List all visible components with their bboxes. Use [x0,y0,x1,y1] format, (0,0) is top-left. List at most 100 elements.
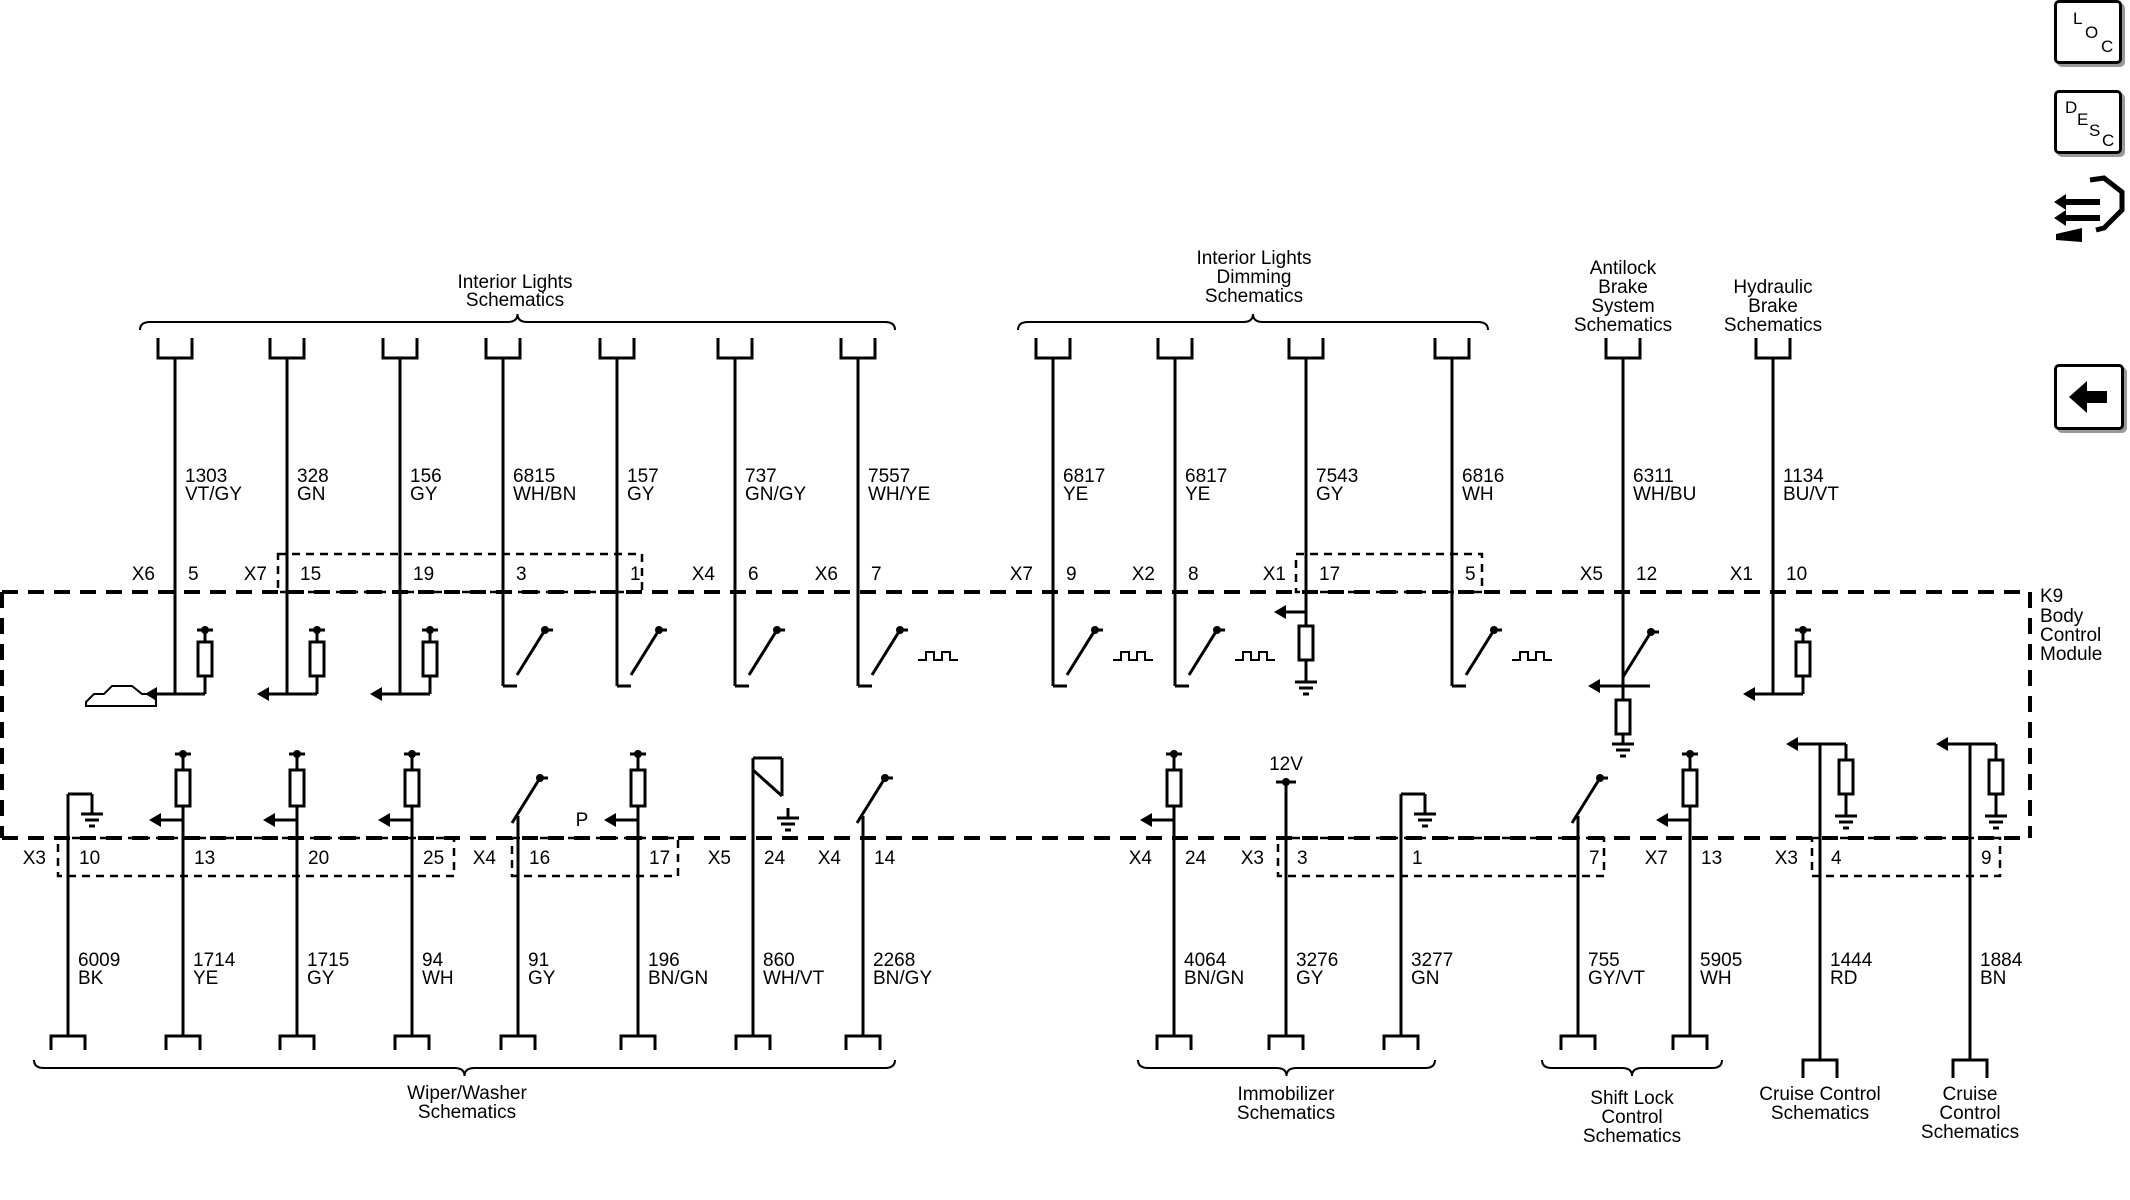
pin-number: 4 [1831,848,1842,869]
circuit-number: 94 [422,950,444,971]
arrow-icon [1656,813,1668,827]
loc-button[interactable]: L O C [2054,0,2122,64]
pwm-signal-icon [1113,651,1153,661]
wire-color: GN [297,484,326,505]
resistor-icon [1794,640,1812,678]
top-group-brace [139,313,896,331]
terminal-icon [1287,338,1325,360]
resistor-icon [308,640,326,678]
circuit-number: 755 [1588,950,1620,971]
top-group-label: Antilock [1590,258,1657,279]
desc-letter-d: D [2065,98,2078,117]
terminal-icon [156,338,194,360]
pin-number: 7 [871,564,882,585]
connector-id: X1 [1730,564,1753,585]
top-group-label: Schematics [466,290,564,311]
resistor-icon [421,640,439,678]
arrow-icon [1140,813,1152,827]
pin-number: 25 [423,848,444,869]
terminal-icon [1267,1034,1305,1050]
pin-number: 7 [1589,848,1600,869]
connector-views-icon[interactable] [2052,170,2126,256]
switch-icon [510,777,542,824]
arrow-icon [1588,679,1600,693]
switch-icon [751,768,784,798]
pin-number: 3 [1297,848,1308,869]
wire-color: WH/YE [868,484,930,505]
top-group-label: Schematics [1574,315,1672,336]
top-group-label: Interior Lights [1196,248,1311,269]
park-label: P [576,810,589,831]
connector-id: X6 [815,564,838,585]
pin-number: 6 [748,564,759,585]
wire-color: YE [1185,484,1210,505]
terminal-icon [619,1034,657,1050]
pin-number: 3 [516,564,527,585]
wire-color: YE [1063,484,1088,505]
terminal-icon [381,338,419,360]
arrow-icon [370,687,382,701]
terminal-icon [1801,1058,1839,1078]
terminal-icon [1155,1034,1193,1050]
wire-color: BN [1980,968,2006,989]
wire-color: BN/GN [1184,968,1244,989]
pin-number: 13 [194,848,215,869]
connector-id: X4 [1129,848,1153,869]
arrow-icon [263,813,275,827]
connector-id: X1 [1263,564,1286,585]
connector-id: X6 [132,564,155,585]
arrow-icon [1936,737,1948,751]
terminal-icon [1754,338,1792,360]
terminal-icon [268,338,306,360]
desc-button[interactable]: D E S C [2054,90,2122,154]
resistor-icon [1614,698,1632,736]
connector-id: X7 [1010,564,1033,585]
pin-number: 10 [1786,564,1807,585]
terminal-icon [484,338,522,360]
voltage-label: 12V [1269,754,1303,775]
circuit-number: 7557 [868,466,910,487]
circuit-number: 196 [648,950,680,971]
module-desc: Module [2040,644,2102,665]
bottom-group-label: Control [1601,1107,1662,1128]
module-desc: Control [2040,625,2101,646]
circuit-number: 3276 [1296,950,1338,971]
connector-id: X3 [1775,848,1798,869]
pin-number: 14 [874,848,896,869]
wire-color: YE [193,968,218,989]
connector-id: X2 [1132,564,1155,585]
wire-color: BK [78,968,104,989]
bottom-group-brace [1137,1059,1436,1077]
terminal-icon [1604,338,1642,360]
top-circuits: 1303VT/GY5X6328GN15X7156GY196815WH/BN315… [132,338,1839,592]
switch-icon [629,629,661,676]
switch-icon [1065,629,1097,676]
bottom-group-label: Cruise Control [1759,1084,1880,1105]
wire-color: GY [410,484,438,505]
circuit-number: 1444 [1830,950,1873,971]
arrow-icon [1274,605,1286,619]
resistor-icon [1681,768,1699,808]
resistor-icon [1837,758,1855,796]
desc-letter-c: C [2102,131,2115,150]
circuit-number: 1303 [185,466,227,487]
wire-color: WH [422,968,454,989]
back-button[interactable] [2054,364,2124,430]
circuit-number: 1884 [1980,950,2023,971]
terminal-icon [839,338,877,360]
connector-box [510,836,680,878]
module-desc: Body [2040,606,2084,627]
circuit-number: 1714 [193,950,236,971]
pin-number: 9 [1981,848,1992,869]
terminal-icon [1433,338,1471,360]
wire-color: GN [1411,968,1440,989]
bottom-group-label: Control [1939,1103,2000,1124]
terminal-icon [844,1034,882,1050]
wire-color: WH/VT [763,968,825,989]
arrow-icon [257,687,269,701]
top-group-label: Schematics [1724,315,1822,336]
wire-color: BN/GY [873,968,932,989]
terminal-icon [1382,1034,1420,1050]
